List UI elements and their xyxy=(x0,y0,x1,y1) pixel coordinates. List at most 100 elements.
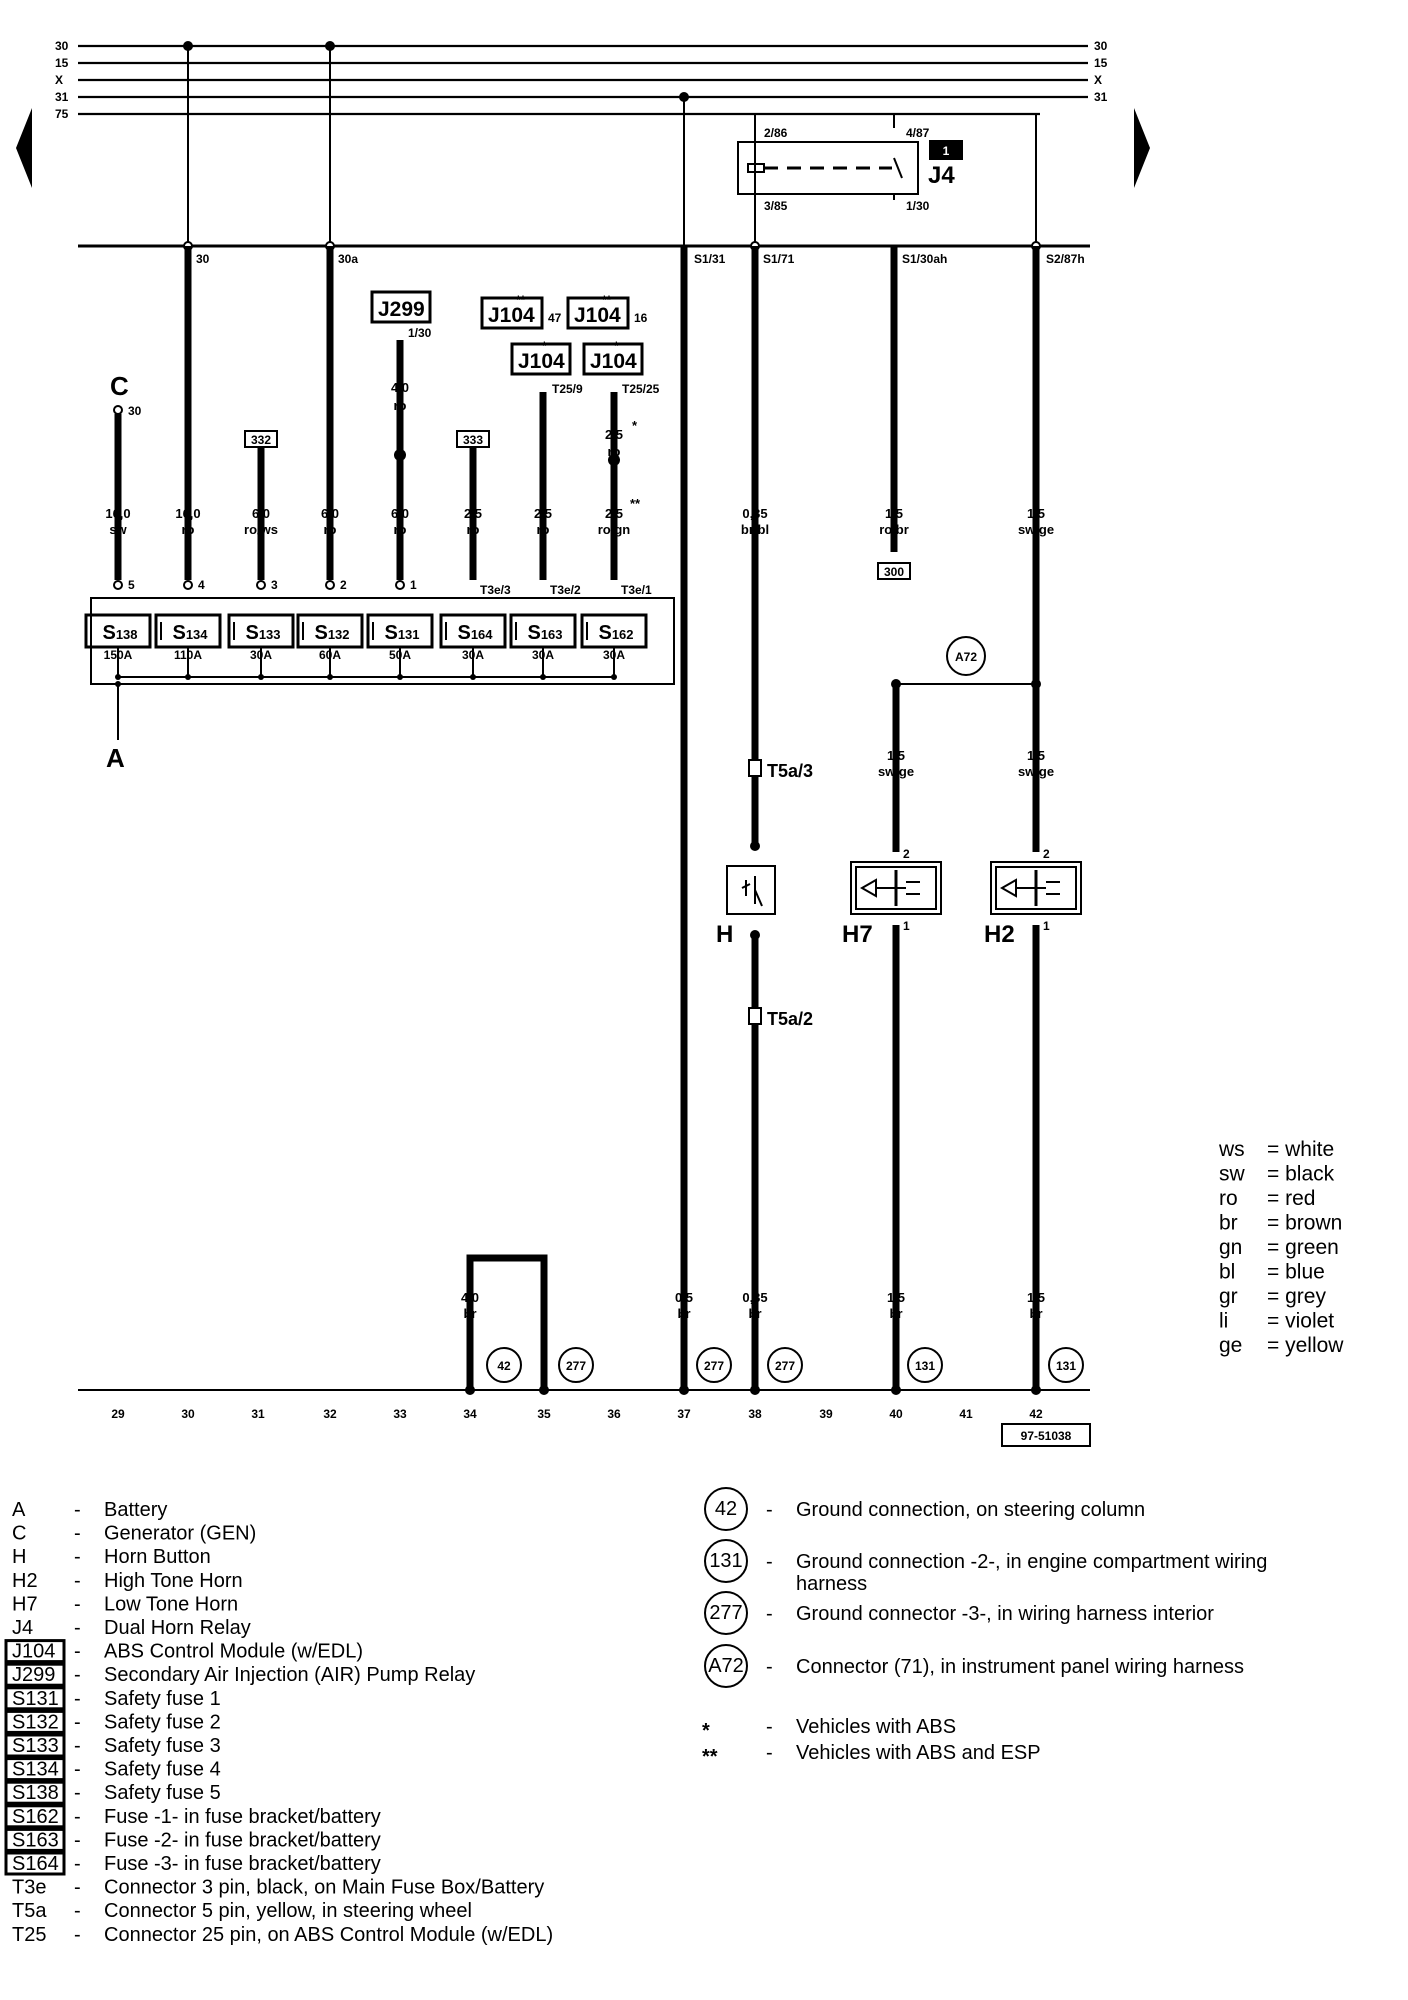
legend-code: S131 xyxy=(12,1688,59,1710)
fuse-s162: S16230A xyxy=(580,613,648,680)
ground-loop-gauge: 4,0 xyxy=(461,1290,479,1305)
h2-pin-in: 2 xyxy=(1043,847,1050,861)
legend-code: T25 xyxy=(12,1924,46,1946)
bus-label-75-left: 75 xyxy=(55,107,69,121)
position-number: 38 xyxy=(748,1407,762,1421)
h7-label: H7 xyxy=(842,921,873,948)
j104-d-mark: * xyxy=(614,339,619,353)
legend-row: A-Battery xyxy=(12,1499,167,1521)
legend-desc: Connector 25 pin, on ABS Control Module … xyxy=(104,1924,553,1946)
j104-a-mark: ** xyxy=(516,293,526,307)
fuse-name: S164 xyxy=(457,622,493,644)
w1-pin: 5 xyxy=(128,578,135,592)
h2-label: H2 xyxy=(984,921,1015,948)
legend-row: S164-Fuse -3- in fuse bracket/battery xyxy=(4,1851,381,1876)
fuse-feed-wires xyxy=(114,246,618,580)
legend-desc: Connector 5 pin, yellow, in steering whe… xyxy=(104,1900,472,1922)
color-key-code: br xyxy=(1219,1212,1238,1235)
color-key-name: = white xyxy=(1267,1138,1334,1161)
bus-label-x-right: X xyxy=(1094,73,1102,87)
fuse-s163: S16330A xyxy=(509,613,577,680)
fuse-s131: S13150A xyxy=(366,613,434,680)
color-key-name: = black xyxy=(1267,1163,1335,1186)
fuse-name: S133 xyxy=(245,622,280,644)
fuse-name: S131 xyxy=(384,622,419,644)
note-legend-row: *-Vehicles with ABS xyxy=(702,1716,956,1742)
ground-40-gauge: 1,5 xyxy=(887,1290,905,1305)
legend-code: T5a xyxy=(12,1900,47,1922)
horn-button-label: H xyxy=(716,921,733,948)
ground-legend-code: A72 xyxy=(708,1655,744,1677)
w8-upper-color: ro xyxy=(608,444,621,459)
legend-row: S131- Safety fuse 1 xyxy=(4,1686,221,1711)
w3-pin: 3 xyxy=(271,578,278,592)
svg-text:J104: J104 xyxy=(574,304,621,327)
position-number: 41 xyxy=(959,1407,973,1421)
ground-legend-desc: Ground connection, on steering column xyxy=(796,1499,1145,1521)
legend-dash: - xyxy=(766,1742,773,1764)
j104-c-mark: * xyxy=(542,339,547,353)
bus-drops xyxy=(187,46,1037,246)
terminal-label-s1-71: S1/71 xyxy=(763,252,795,266)
ground-loop-color: br xyxy=(464,1306,477,1321)
generator-pin: 30 xyxy=(128,404,142,418)
legend-dash: - xyxy=(74,1688,81,1710)
bus-label-30-left: 30 xyxy=(55,39,69,53)
legend-row: J4-Dual Horn Relay xyxy=(12,1617,251,1639)
ground-legend-code: 277 xyxy=(709,1602,742,1624)
w7-gauge: 2,5 xyxy=(534,506,552,521)
relay-pin-2-86: 2/86 xyxy=(764,126,788,140)
svg-text:332: 332 xyxy=(251,433,271,447)
legend-row: C-Generator (GEN) xyxy=(12,1523,256,1545)
terminal-label-s1-30ah: S1/30ah xyxy=(902,252,947,266)
legend-dash: - xyxy=(74,1900,81,1922)
ground-38-gauge: 0,35 xyxy=(742,1290,767,1305)
legend-code: S164 xyxy=(12,1853,59,1875)
previous-page-arrow[interactable] xyxy=(16,108,32,188)
j104-b-mark: ** xyxy=(602,293,612,307)
generator-terminal xyxy=(113,405,123,415)
w3-color: ro/ws xyxy=(244,522,278,537)
legend-code: S138 xyxy=(12,1782,59,1804)
position-number: 36 xyxy=(607,1407,621,1421)
position-number: 32 xyxy=(323,1407,337,1421)
legend-desc: Secondary Air Injection (AIR) Pump Relay xyxy=(104,1664,475,1686)
ref-box-333: 333 xyxy=(456,430,490,448)
ground-ref-131-a: 131 xyxy=(907,1347,943,1383)
color-key-name: = green xyxy=(1267,1236,1339,1259)
bus-label-31-right: 31 xyxy=(1094,90,1108,104)
horn-button-wire-gauge: 0,35 xyxy=(742,506,767,521)
color-key-code: sw xyxy=(1219,1163,1246,1186)
horn-h2: 2 1 H2 xyxy=(984,847,1082,948)
svg-text:J104: J104 xyxy=(488,304,535,327)
color-key-code: ge xyxy=(1219,1334,1242,1357)
w2-gauge: 16,0 xyxy=(175,506,200,521)
w4-gauge: 6,0 xyxy=(321,506,339,521)
relay-j4: 1 J4 2/86 4/87 3/85 1/30 xyxy=(737,126,963,213)
legend-desc: Fuse -1- in fuse bracket/battery xyxy=(104,1806,381,1828)
legend-dash: - xyxy=(74,1664,81,1686)
legend-desc: Safety fuse 3 xyxy=(104,1735,221,1757)
fuse-s138: S138150A xyxy=(84,613,152,680)
legend-dash: - xyxy=(74,1782,81,1804)
legend-desc: Safety fuse 2 xyxy=(104,1711,221,1733)
note-desc: Vehicles with ABS and ESP xyxy=(796,1742,1041,1764)
w4-pin: 2 xyxy=(340,578,347,592)
ground-legend-desc: Connector (71), in instrument panel wiri… xyxy=(796,1656,1244,1678)
svg-text:97-51038: 97-51038 xyxy=(1021,1429,1072,1443)
w6-pin: T3e/3 xyxy=(480,583,511,597)
legend-dash: - xyxy=(74,1924,81,1946)
legend-code: A xyxy=(12,1499,26,1521)
module-j104-t25-9: J104 * T25/9 xyxy=(510,339,583,396)
legend-dash: - xyxy=(74,1499,81,1521)
fuse-name: S163 xyxy=(527,622,562,644)
next-page-arrow[interactable] xyxy=(1134,108,1150,188)
h7-feed-gauge: 1,5 xyxy=(887,748,905,763)
legend-desc: Safety fuse 1 xyxy=(104,1688,221,1710)
legend-code: T3e xyxy=(12,1877,46,1899)
ground-37-gauge: 0,5 xyxy=(675,1290,693,1305)
fuse-s132: S13260A xyxy=(296,613,364,680)
color-key-code: bl xyxy=(1219,1261,1235,1284)
w1-color: sw xyxy=(109,522,127,537)
